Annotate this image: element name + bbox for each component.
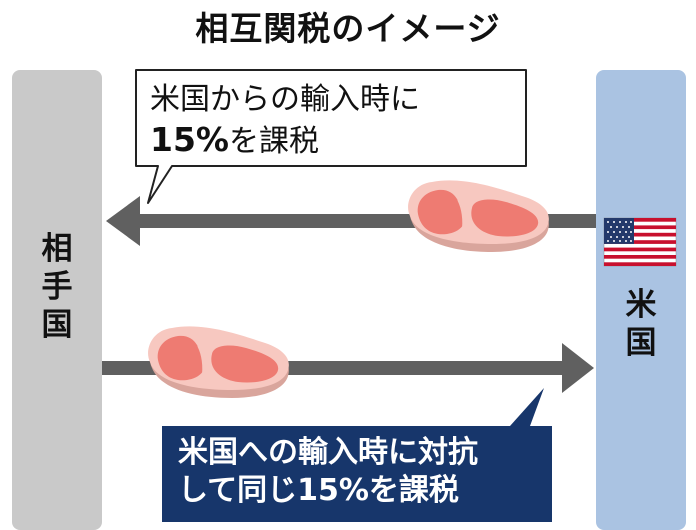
us-flag-icon xyxy=(603,217,677,267)
us-column xyxy=(596,70,686,530)
meat-icon xyxy=(408,180,549,252)
us-label: 米 国 xyxy=(596,286,686,362)
top-callout-line2: 15%を課税 xyxy=(150,120,520,162)
bottom-callout-line2: して同じ15%を課税 xyxy=(178,473,459,508)
top-callout-line1: 米国からの輸入時に xyxy=(150,82,420,117)
bottom-callout-text: 米国への輸入時に対抗 して同じ15%を課税 xyxy=(178,434,538,510)
top-callout-text: 米国からの輸入時に 15%を課税 xyxy=(150,80,520,162)
page-title: 相互関税のイメージ xyxy=(195,9,501,48)
tariff-rate: 15% xyxy=(150,120,229,159)
bottom-callout-line1: 米国への輸入時に対抗 xyxy=(178,435,478,470)
top-callout-bubble xyxy=(135,69,527,204)
partner-country-char-2: 手 xyxy=(41,269,73,305)
top-callout-line2-rest: を課税 xyxy=(229,124,319,159)
partner-country-column xyxy=(12,70,102,530)
bottom-callout-bubble xyxy=(162,388,552,522)
partner-country-label: 相 手 国 xyxy=(12,230,102,344)
meat-icon xyxy=(148,326,289,398)
partner-country-char-3: 国 xyxy=(41,307,73,343)
us-char-2: 国 xyxy=(625,325,657,361)
us-char-1: 米 xyxy=(625,287,657,323)
partner-country-char-1: 相 xyxy=(41,231,73,267)
